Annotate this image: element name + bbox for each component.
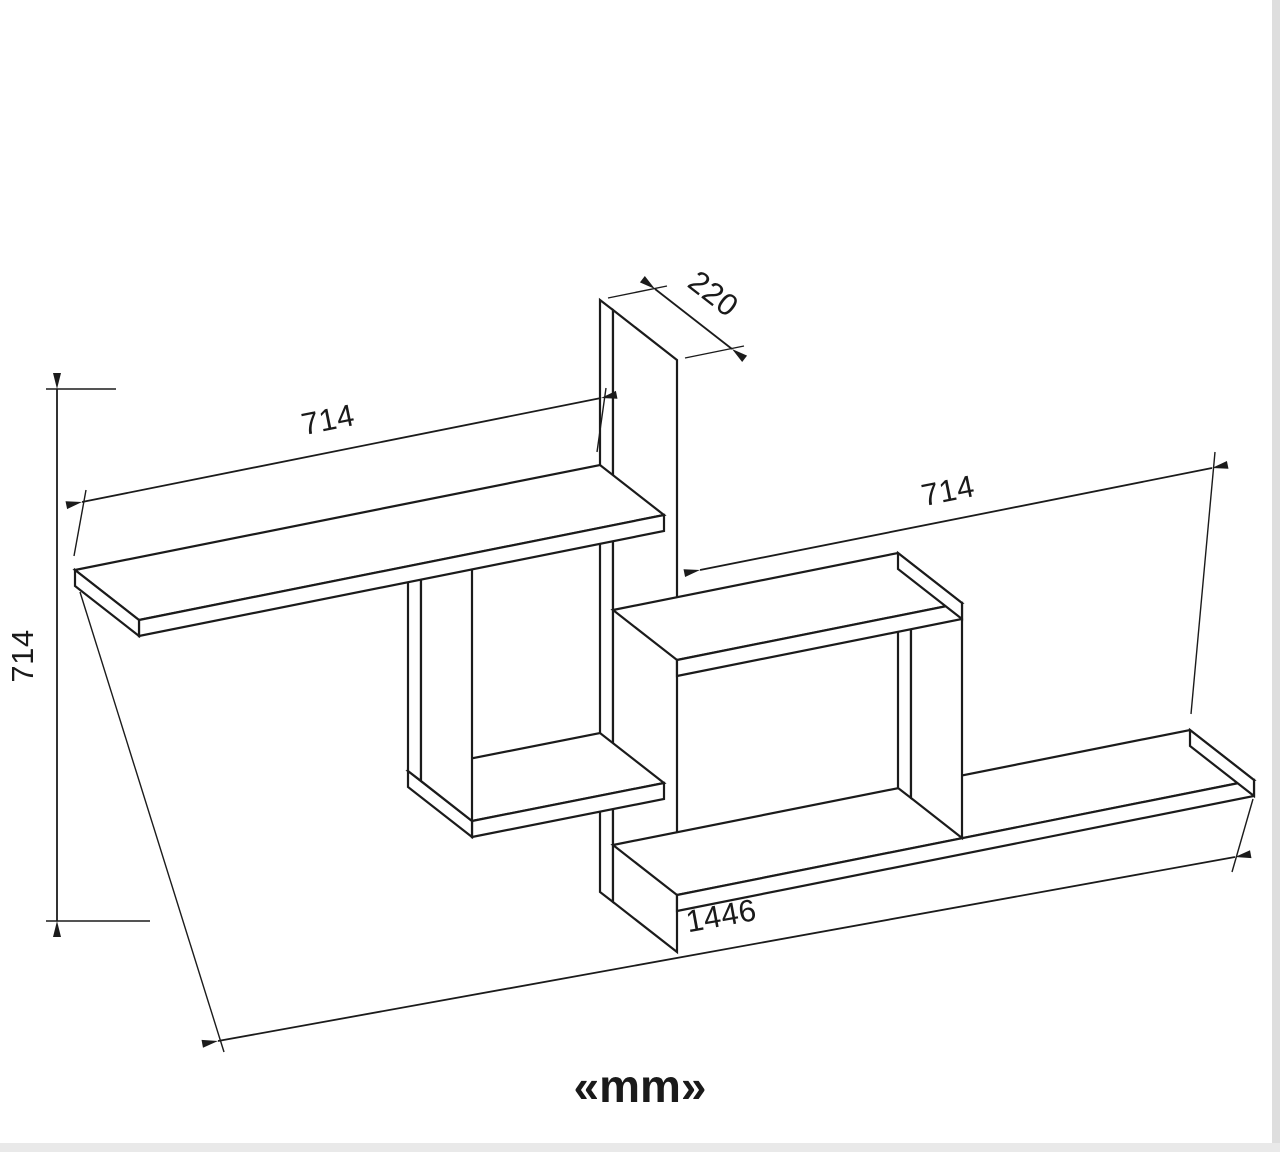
dim-depth-arrow — [639, 276, 748, 362]
dim-height-label: 714 — [5, 629, 40, 682]
dim-height: 714 — [5, 373, 150, 937]
dim-depth-ext-b — [684, 345, 745, 359]
right-divider — [896, 566, 964, 841]
dim-left-length: 714 — [65, 387, 618, 557]
dim-right-length-arrow — [683, 460, 1229, 578]
bottom-right-shelf-end — [1188, 727, 1256, 799]
scan-edge-right — [1272, 0, 1280, 1152]
dim-left-length-arrow — [65, 390, 618, 510]
top-left-shelf-end — [73, 567, 141, 639]
top-left-shelf — [72, 463, 667, 639]
dim-left-length-label: 714 — [298, 397, 357, 442]
dim-right-length-ext — [1190, 451, 1216, 715]
dim-left-length-ext-a — [73, 489, 87, 557]
dim-total-width-ext-b — [1231, 798, 1254, 873]
dim-right-length-label: 714 — [918, 468, 977, 513]
dim-depth-label: 220 — [682, 264, 746, 324]
dim-total-width-ext-a — [79, 591, 225, 1053]
scan-edge-bottom — [0, 1143, 1280, 1152]
unit-label: «mm» — [574, 1060, 707, 1112]
dim-total-width-arrow — [201, 850, 1252, 1048]
